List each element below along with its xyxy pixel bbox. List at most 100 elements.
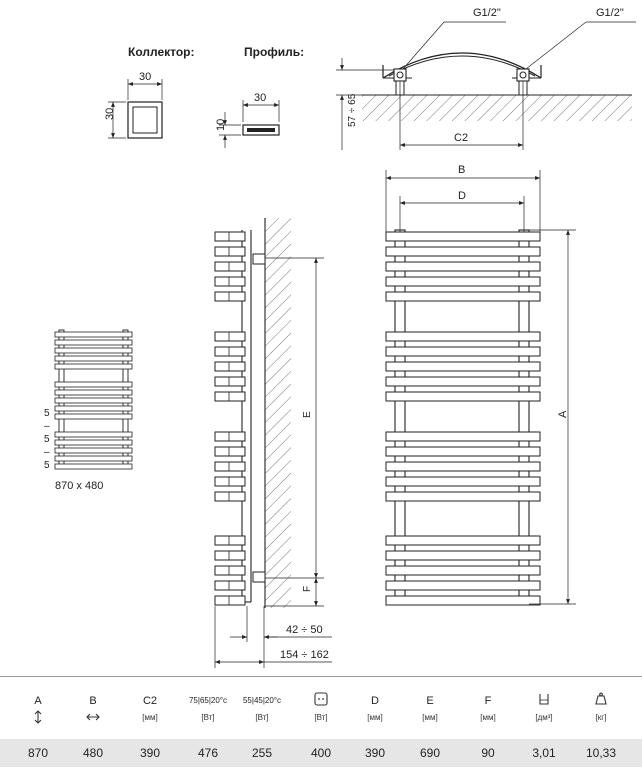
side-tube	[214, 431, 246, 442]
front-tube	[385, 446, 541, 457]
vertical-arrow-icon	[34, 710, 42, 724]
front-tube	[385, 346, 541, 357]
front-tube	[385, 246, 541, 257]
table-header-cell: [Вт]	[293, 680, 349, 726]
mini-tube	[54, 355, 133, 362]
table-header-key: D	[371, 695, 379, 707]
table-header-key	[293, 692, 349, 710]
table-header-key: C2	[142, 695, 158, 707]
table-header-unit	[65, 710, 121, 726]
table-header-unit: [Вт]	[201, 713, 215, 722]
section-digit: 5	[44, 434, 50, 445]
a-label: A	[557, 410, 569, 418]
e-label: E	[302, 411, 313, 418]
table-header-key: B	[89, 695, 97, 707]
table-header-key: A	[34, 695, 42, 707]
table-value-cell: 480	[82, 746, 104, 760]
front-tube	[385, 535, 541, 546]
front-tube	[385, 361, 541, 372]
table-header-cell: [дм³]	[516, 680, 572, 726]
side-tube	[214, 231, 246, 242]
mini-tube	[54, 331, 133, 338]
side-tube	[214, 331, 246, 342]
table-header-key: E	[426, 695, 434, 707]
section-digit: 5	[44, 408, 50, 419]
table-header-unit: [Вт]	[314, 713, 328, 722]
section-digit: –	[44, 421, 50, 432]
profile-section	[219, 100, 280, 148]
front-tube	[385, 595, 541, 606]
offset-1-label: 42 ÷ 50	[286, 624, 323, 636]
collector-width-label: 30	[139, 71, 151, 83]
front-tube	[385, 376, 541, 387]
mini-tube	[54, 363, 133, 370]
table-separator	[0, 676, 642, 677]
profile-height-label: 10	[215, 119, 227, 131]
table-header-key: 55|45|20°c	[242, 696, 282, 705]
table-header-cell: 55|45|20°c [Вт]	[234, 680, 290, 726]
table-value-cell: 10,33	[585, 746, 617, 760]
d-label: D	[458, 190, 466, 202]
front-tube	[385, 550, 541, 561]
table-header-unit: [дм³]	[535, 713, 553, 722]
table-header-cell: D [мм]	[347, 680, 403, 726]
technical-drawing: Коллектор: Профиль: 30 30 30 10	[44, 7, 636, 668]
mini-tube	[54, 389, 133, 396]
table-header-unit: [мм]	[142, 713, 158, 722]
front-tube	[385, 431, 541, 442]
table-header-key	[573, 692, 629, 710]
front-tube	[385, 565, 541, 576]
table-value-cell: 90	[481, 746, 495, 760]
side-tube	[214, 261, 246, 272]
thread-right-label: G1/2"	[596, 7, 624, 19]
collector-label: Коллектор:	[128, 45, 195, 59]
collector-section	[108, 79, 163, 139]
table-header-cell: 75|65|20°c[Вт]	[180, 680, 236, 726]
table-header-key: F	[484, 695, 492, 707]
mini-tube	[54, 455, 133, 462]
front-view	[385, 170, 576, 606]
front-tube	[385, 276, 541, 287]
front-tube	[385, 391, 541, 402]
thread-left-label: G1/2"	[473, 7, 501, 19]
side-tube	[214, 446, 246, 457]
front-tube	[385, 491, 541, 502]
mini-tube	[54, 381, 133, 388]
mini-tube	[54, 431, 133, 438]
top-view	[336, 21, 636, 150]
model-icon	[54, 329, 133, 470]
table-header-unit	[10, 710, 66, 726]
mini-tube	[54, 347, 133, 354]
f-label: F	[302, 586, 313, 592]
mini-tube	[54, 397, 133, 404]
side-view	[214, 218, 332, 668]
side-tube	[214, 291, 246, 302]
section-digit: 5	[44, 460, 50, 471]
side-tube	[214, 580, 246, 591]
horizontal-arrow-icon	[86, 713, 100, 721]
side-tube	[214, 565, 246, 576]
side-tube	[214, 346, 246, 357]
side-tube	[214, 535, 246, 546]
side-tube	[214, 376, 246, 387]
profile-label: Профиль:	[244, 45, 304, 59]
table-value-cell: 3,01	[532, 746, 556, 760]
table-header-unit: [мм]	[367, 713, 383, 722]
front-tube	[385, 331, 541, 342]
model-size-label: 870 x 480	[55, 480, 103, 492]
table-header-unit: [мм]	[480, 713, 496, 722]
side-tube	[214, 361, 246, 372]
mini-tube	[54, 405, 133, 412]
offset-2-label: 154 ÷ 162	[280, 649, 329, 661]
specs-table: A B C2 [мм] 75|65|20°c[Вт] 55|45|20°c [Вт] [Вт]…	[0, 680, 642, 773]
table-header-unit: [Вт]	[255, 713, 269, 722]
front-tube	[385, 231, 541, 242]
table-header-cell: A	[10, 680, 66, 726]
volume-icon	[539, 694, 549, 705]
table-header-cell: F [мм]	[460, 680, 516, 726]
mini-tube	[54, 439, 133, 446]
weight-icon	[595, 692, 607, 705]
table-header-key	[516, 692, 572, 710]
side-tube	[214, 550, 246, 561]
